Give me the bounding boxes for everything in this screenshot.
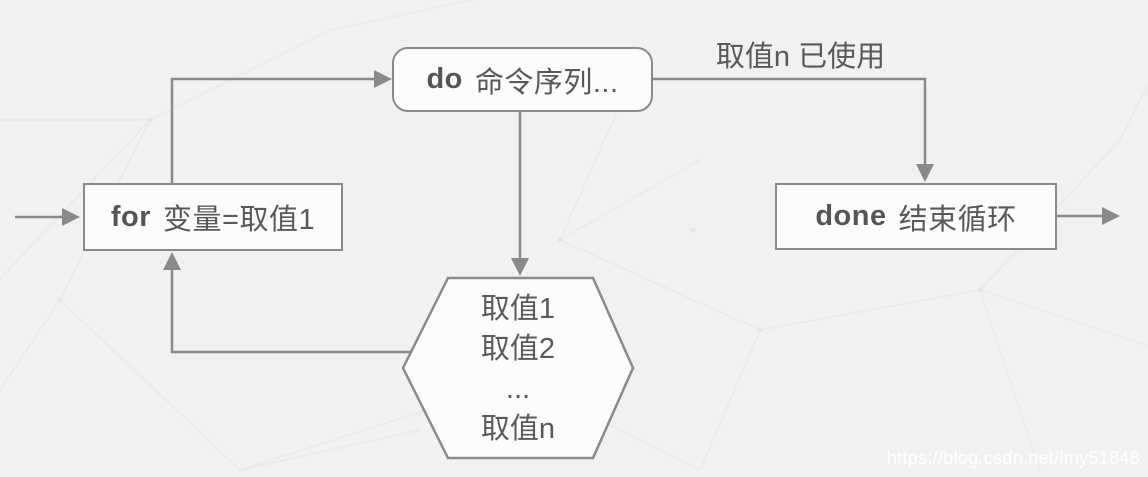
arrow-values-to-for-line	[170, 268, 410, 354]
hexagon-line: ...	[505, 373, 531, 405]
for-label: 变量=取值1	[163, 204, 316, 236]
arrow-do-to-values-head	[511, 258, 529, 276]
done-keyword: done	[815, 200, 887, 232]
hexagon-line: 取值1	[480, 293, 556, 325]
node-for: for 变量=取值1	[83, 183, 343, 251]
node-do: do 命令序列...	[392, 47, 653, 112]
watermark-text: https://blog.csdn.net/lmy51848	[886, 448, 1140, 468]
node-values-hexagon: 取值1 取值2 ... 取值n	[403, 281, 633, 457]
do-label: 命令序列...	[474, 66, 619, 99]
hexagon-line: 取值2	[480, 333, 556, 365]
arrow-entry-head	[62, 208, 80, 226]
arrow-do-to-done-head	[916, 164, 934, 182]
hexagon-line: 取值n	[480, 413, 556, 445]
for-keyword: for	[110, 200, 152, 233]
do-keyword: do	[426, 63, 463, 95]
node-done: done 结束循环	[775, 183, 1057, 250]
edge-label-value-used: 取值n 已使用	[715, 41, 886, 73]
values-hexagon-shape	[401, 276, 635, 460]
arrow-for-to-do-line	[170, 77, 376, 183]
arrow-for-to-do-head	[374, 70, 392, 88]
done-label: 结束循环	[898, 203, 1017, 236]
arrow-values-to-for-head	[163, 252, 181, 270]
arrow-do-to-done-line	[653, 77, 927, 166]
arrow-done-exit-head	[1102, 207, 1120, 225]
